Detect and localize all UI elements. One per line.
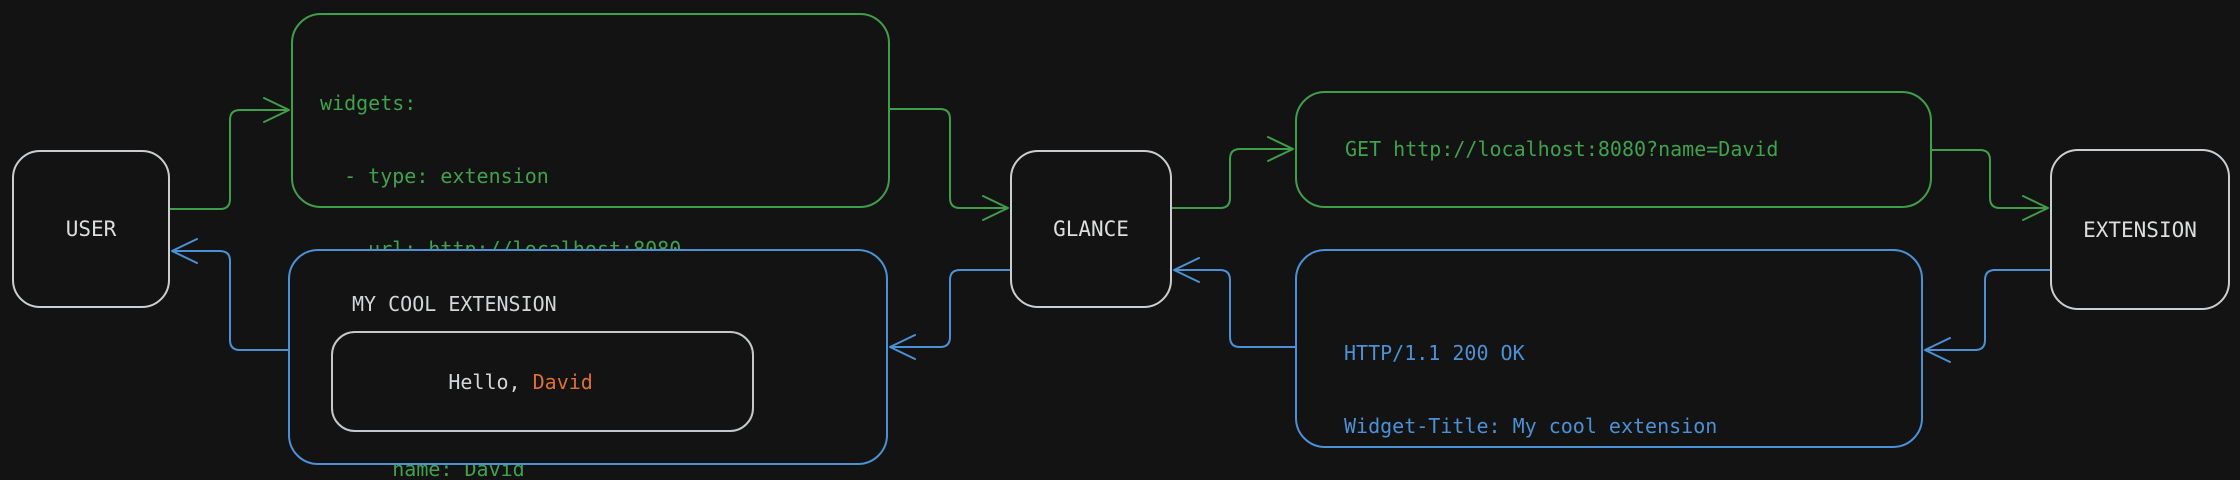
greeting-prefix: Hello, xyxy=(448,369,533,394)
arrow-config-to-glance xyxy=(889,108,1009,221)
arrow-extension-to-response xyxy=(1924,269,2051,363)
arrow-request-to-extension xyxy=(1931,149,2049,221)
greeting-text: Hello, David xyxy=(333,346,593,418)
arrow-widget-to-user xyxy=(171,238,289,351)
response-code: HTTP/1.1 200 OK Widget-Title: My cool ex… xyxy=(1344,292,1910,480)
extension-node-label: EXTENSION xyxy=(2083,217,2197,242)
response-box: HTTP/1.1 200 OK Widget-Title: My cool ex… xyxy=(1295,249,1923,448)
extension-node: EXTENSION xyxy=(2050,149,2230,310)
request-text: GET http://localhost:8080?name=David xyxy=(1345,137,1779,162)
glance-node: GLANCE xyxy=(1010,150,1172,308)
response-line: HTTP/1.1 200 OK xyxy=(1344,340,1525,365)
greeting-name: David xyxy=(532,369,593,394)
config-line: - type: extension xyxy=(320,164,549,189)
widget-inner-box: Hello, David xyxy=(331,331,754,432)
arrow-glance-to-request xyxy=(1171,136,1294,209)
widget-box: MY COOL EXTENSION Hello, David xyxy=(288,249,888,465)
request-box: GET http://localhost:8080?name=David xyxy=(1295,91,1932,208)
config-box: widgets: - type: extension url: http://l… xyxy=(291,13,890,480)
glance-node-label: GLANCE xyxy=(1053,217,1129,241)
arrow-user-to-config xyxy=(169,97,290,210)
user-node: USER xyxy=(12,150,170,308)
widget-title: MY COOL EXTENSION xyxy=(352,292,557,316)
user-node-label: USER xyxy=(65,217,117,241)
response-line: Widget-Title: My cool extension xyxy=(1344,414,1718,439)
arrow-glance-to-widget xyxy=(889,269,1011,360)
arrow-response-to-glance xyxy=(1173,257,1296,348)
config-line: widgets: xyxy=(320,90,417,115)
